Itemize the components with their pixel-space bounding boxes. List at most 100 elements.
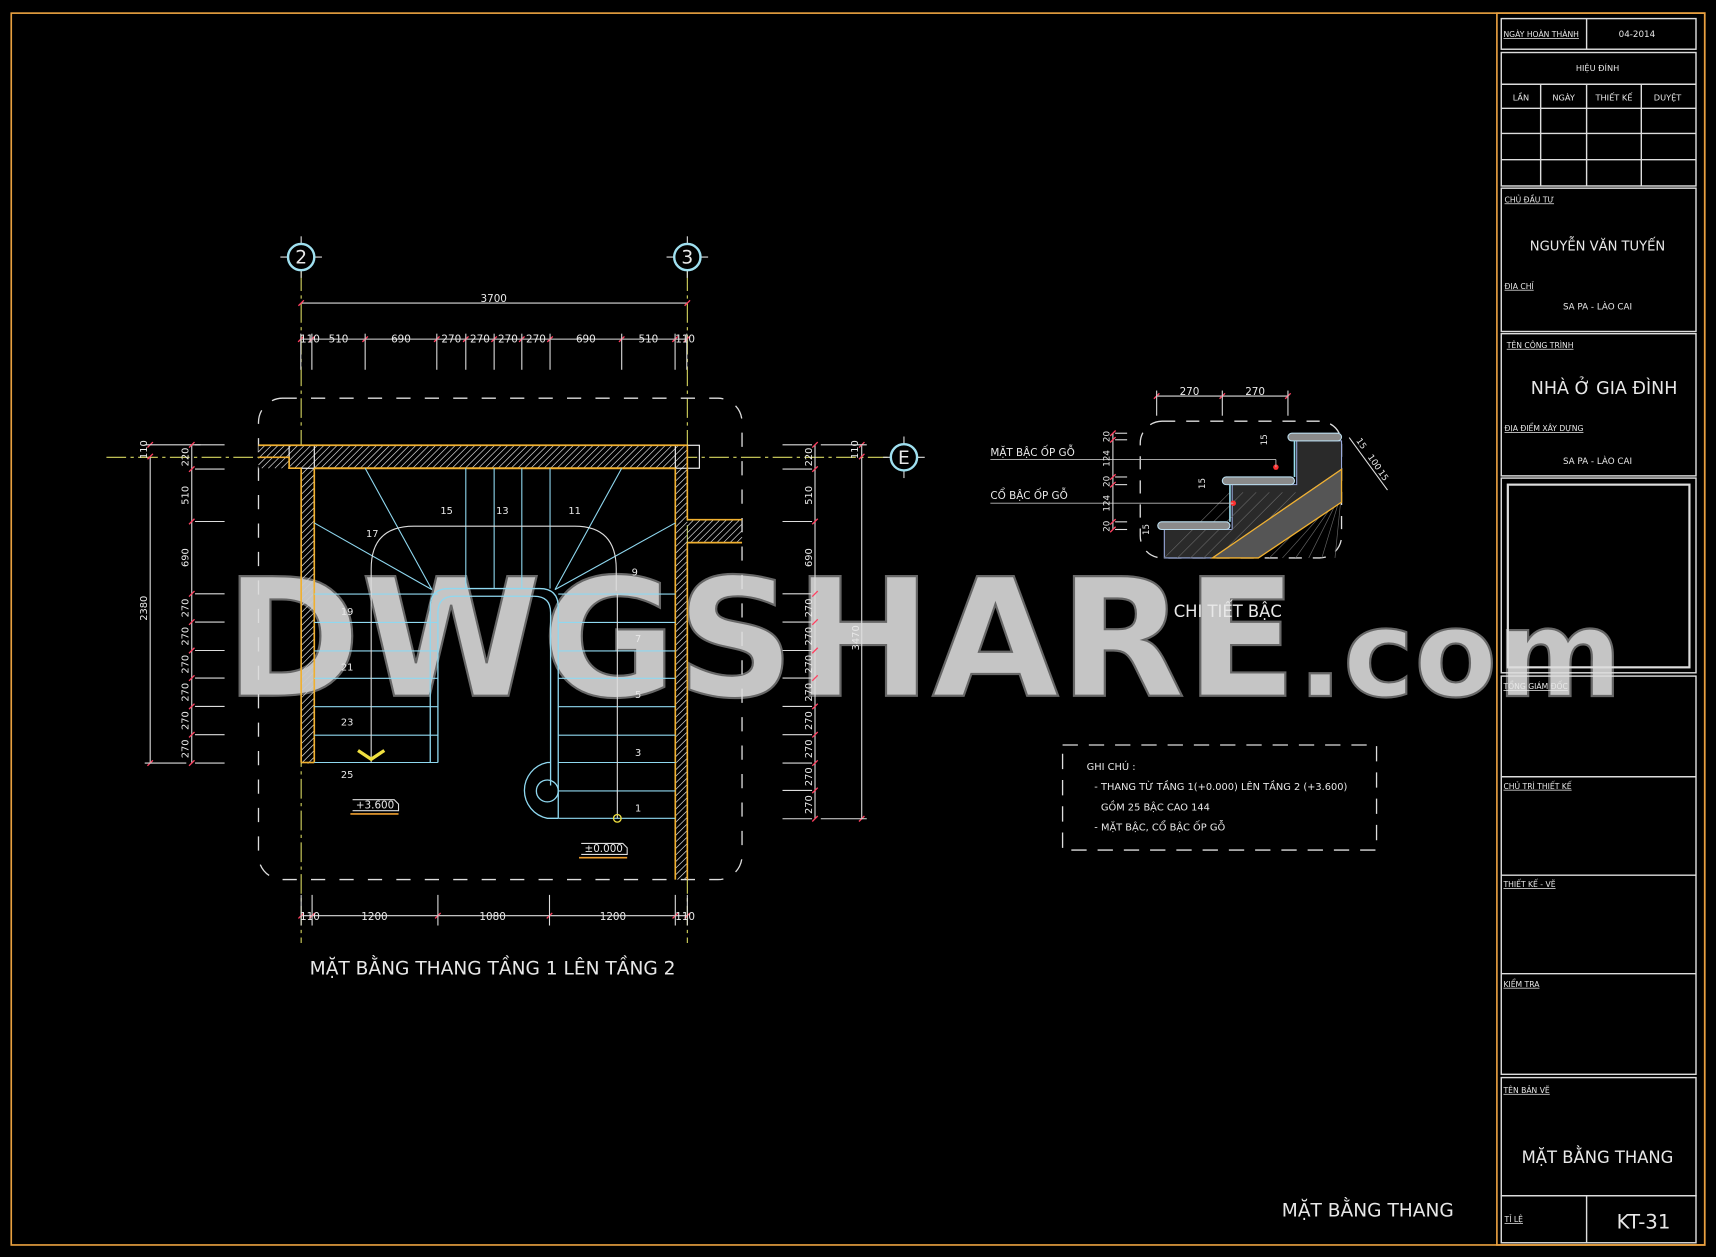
wall-hatch [675,862,688,876]
wall-hatch [675,639,688,653]
wall-hatch [716,519,741,543]
wall-hatch [300,678,315,692]
dimension-label: 124 [1103,494,1113,511]
wall-outline [258,456,302,470]
wall-hatch [300,645,315,659]
dimension-tick [858,453,865,460]
dimension-label: 15 [1142,524,1152,535]
dimension-tick [811,465,819,473]
wall-hatch [517,444,542,469]
wall-hatch [300,559,315,574]
wall-hatch [497,444,522,469]
step-hatch [1203,492,1270,559]
wall-hatch [300,638,315,653]
wall-hatch [675,613,688,627]
notes-box [1061,744,1378,851]
wall-hatch [258,444,272,459]
grid-bubble [286,242,316,272]
wall-hatch [687,519,695,527]
dimension-label: 270 [526,333,546,345]
wall-hatch [675,770,688,784]
wall-hatch [696,519,721,543]
tb-label: NGÀY HOÀN THÀNH [1503,30,1578,39]
wall-hatch [300,572,315,587]
wall-hatch [471,444,496,469]
dimension-label: 690 [576,333,596,345]
wall-hatch [675,744,688,758]
wall-hatch [675,455,688,469]
section-outline [257,397,743,881]
tb-value: NHÀ Ở GIA ĐÌNH [1531,376,1678,399]
dimension-label: 220 [804,448,815,467]
wall-hatch [675,725,688,738]
wall-hatch [602,444,627,469]
wall-hatch [675,777,688,791]
wall-hatch [703,519,727,543]
winder-tread [364,467,433,590]
step-number: 7 [635,634,641,645]
wall-hatch [419,444,443,469]
dimension-tick [188,618,195,626]
wall-hatch [300,664,315,679]
step-number: 1 [635,804,641,815]
dimension-label: 3700 [480,293,506,305]
wall-hatch [300,691,315,705]
dimension-label: 270 [180,683,191,702]
handrail-inner [437,595,552,786]
dimension-tick [188,590,195,598]
dimension-tick [188,703,195,710]
wall-hatch [258,444,279,466]
tb-label: THIẾT KẾ - VẼ [1502,879,1555,889]
dimension-tick [811,674,819,682]
wall-hatch [675,665,688,679]
wall-hatch [675,515,688,528]
wall-hatch [300,612,315,627]
tb-column-header: THIẾT KẾ [1594,92,1633,103]
dimension-label: 270 [1245,386,1265,398]
wall-hatch [681,462,688,469]
tb-value: MẶT BẰNG THANG [1522,1146,1674,1167]
walk-line [370,525,617,763]
wall-hatch [300,671,315,686]
dimension-label: 510 [804,486,815,505]
wall-hatch [510,444,535,469]
wall-hatch [675,587,688,600]
wall-hatch [570,444,594,469]
winder-tread [314,522,433,591]
dimension-label: 690 [804,548,815,567]
dimension-label: 20 [1103,521,1113,532]
wood-tread [1221,476,1296,486]
dimension-label: 270 [470,333,490,345]
wall-hatch [287,444,312,469]
plan-title: MẶT BẰNG THANG TẦNG 1 LÊN TẦNG 2 [310,954,676,980]
level-label: +3.600 [356,799,394,811]
wall-hatch [675,843,688,856]
wall-hatch [300,658,315,672]
notes-line: GỒM 25 BẬC CAO 144 [1101,800,1210,814]
tb-label: TỈ LỆ [1504,1215,1524,1224]
grid-axis-label: E [898,448,910,469]
dimension-label: 1200 [361,911,387,923]
wall-hatch [675,620,688,633]
wall-hatch [300,481,315,495]
wall-hatch [642,444,666,469]
dimension-tick [811,815,819,822]
wall-hatch [675,495,688,508]
dimension-label: 110 [300,911,320,923]
dimension-tick [811,647,819,654]
dimension-tick [811,618,819,626]
dimension-label: 270 [441,333,461,345]
detail-title: CHI TIẾT BẬC [1174,600,1282,621]
step-number: 11 [568,506,581,517]
tb-value: SA PA - LÀO CAI [1563,301,1632,313]
grid-axis-label: 2 [295,248,307,269]
wall-hatch [675,679,688,692]
wall-hatch [300,743,315,758]
wall-hatch [300,618,315,633]
wall-hatch [353,444,377,469]
wall-hatch [675,803,688,817]
tb-value: SA PA - LÀO CAI [1563,455,1632,467]
dimension-label: 15 [1353,437,1368,452]
dimension-label: 270 [804,711,815,730]
wall-hatch [675,692,688,705]
